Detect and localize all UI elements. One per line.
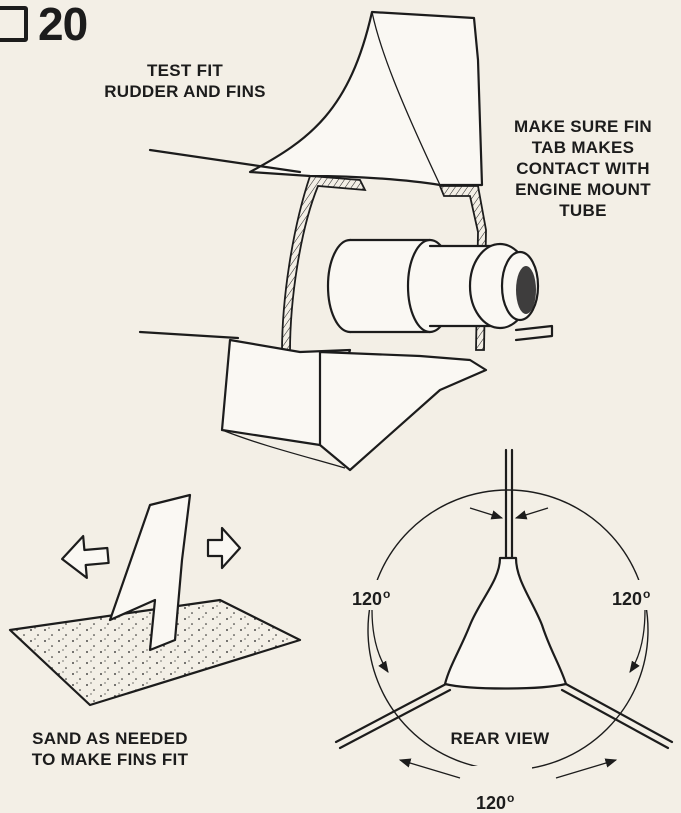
rear-fin-right bbox=[560, 682, 674, 750]
caption-fin-tab-contact: MAKE SURE FIN TAB MAKES CONTACT WITH ENG… bbox=[513, 117, 652, 220]
sanding-arrow-right bbox=[206, 526, 242, 570]
sandpaper bbox=[8, 598, 302, 707]
angle-label-right: 120o bbox=[612, 587, 651, 609]
sanding-illustration bbox=[8, 493, 302, 707]
rear-tube bbox=[443, 556, 568, 690]
lower-fin-right bbox=[318, 350, 488, 472]
caption-test-fit: TEST FIT RUDDER AND FINS bbox=[104, 61, 266, 101]
angle-label-bottom: 120o bbox=[476, 791, 515, 813]
step-number: 20 bbox=[38, 0, 88, 50]
body-tube-bottom bbox=[138, 330, 240, 340]
rudder-and-fins-assembly bbox=[138, 10, 554, 472]
caption-sand-fins: SAND AS NEEDED TO MAKE FINS FIT bbox=[31, 729, 189, 769]
rear-fin-top bbox=[504, 448, 514, 562]
angle-label-left: 120o bbox=[352, 587, 391, 609]
fin-tab bbox=[514, 324, 554, 342]
step-checkbox[interactable] bbox=[0, 6, 28, 42]
caption-rear-view: REAR VIEW bbox=[450, 729, 550, 748]
sanding-arrow-left bbox=[60, 534, 110, 580]
body-tube-top bbox=[148, 148, 302, 174]
rear-fin-left bbox=[334, 682, 452, 750]
fin-root-section bbox=[438, 185, 487, 351]
rear-view-diagram bbox=[334, 448, 674, 796]
